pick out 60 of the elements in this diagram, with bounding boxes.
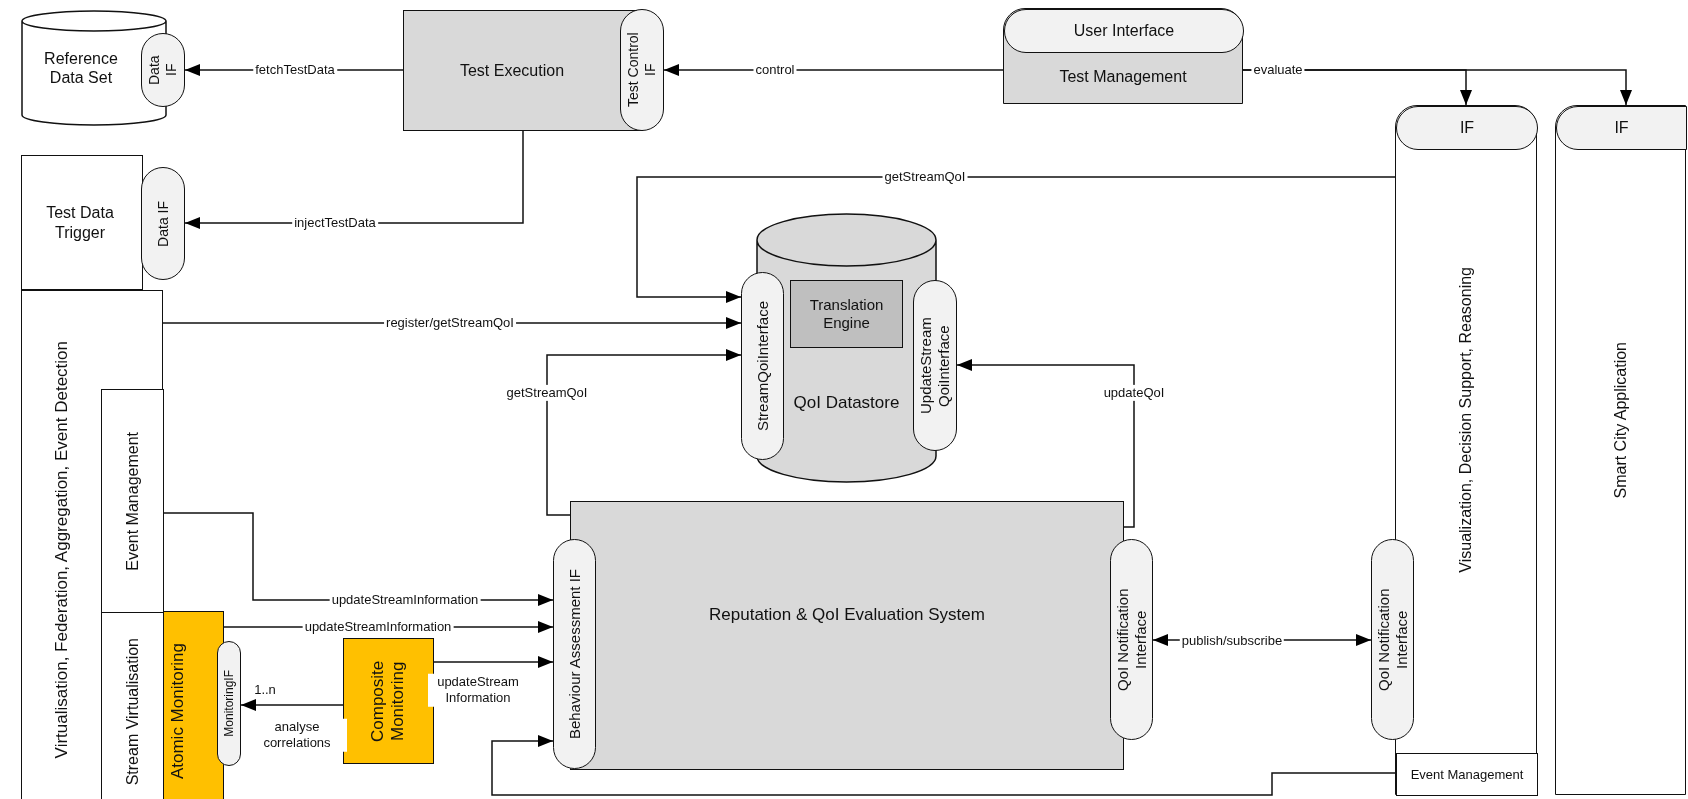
node-label: MonitoringIF xyxy=(221,670,237,737)
interface-pill xyxy=(217,641,241,766)
component-box xyxy=(790,280,903,348)
layer-panel xyxy=(21,290,163,799)
node-label: Test Control IF xyxy=(625,31,659,110)
interface-pill xyxy=(913,280,957,451)
component-box xyxy=(101,612,164,799)
arrow xyxy=(240,699,344,711)
node-label: Composite Monitoring xyxy=(368,659,409,744)
node-label: Visualization, Decision Support, Reasoning xyxy=(1456,267,1476,573)
edge-label: updateQoI xyxy=(1101,384,1167,402)
edge-label: getStreamQoI xyxy=(504,384,590,402)
node-label: Data IF xyxy=(154,200,172,247)
component-box xyxy=(101,389,164,613)
node-label: Reference Data Set xyxy=(43,48,119,88)
node-label: Reputation & QoI Evaluation System xyxy=(709,605,985,626)
interface-pill xyxy=(553,539,596,769)
component-box xyxy=(1003,8,1243,104)
node-label: Translation Engine xyxy=(808,296,885,332)
layer-panel xyxy=(1555,105,1686,795)
interface-pill xyxy=(620,9,664,131)
arrow xyxy=(433,656,554,668)
interface-pill xyxy=(1004,9,1244,53)
node-label: QoI Datastore xyxy=(793,392,900,414)
interface-pill xyxy=(141,33,185,107)
node-label: QoI Notification Interface xyxy=(1374,587,1411,693)
node-label: Event Management xyxy=(122,431,142,571)
arrow xyxy=(663,64,1004,76)
interface-pill xyxy=(1110,539,1153,740)
node-label: IF xyxy=(1614,118,1629,138)
component-box xyxy=(1396,753,1538,796)
arrow xyxy=(636,176,1396,303)
node-label: UpdateStream QoiInterface xyxy=(917,316,953,416)
layer-panel xyxy=(1395,105,1537,795)
node-label: User Interface xyxy=(1073,21,1175,41)
node-label: Virtualisation, Federation, Aggregation, Event Detection xyxy=(52,341,72,759)
arrow xyxy=(546,349,742,516)
node-label: Stream Virtualisation xyxy=(122,638,142,786)
node-label: Atomic Monitoring xyxy=(168,642,188,780)
interface-pill xyxy=(741,272,784,460)
monitor-box xyxy=(343,638,434,764)
node-label: Test Execution xyxy=(459,60,565,81)
interface-pill xyxy=(141,167,185,280)
arrow xyxy=(491,735,1396,796)
arrow xyxy=(956,359,1135,528)
node-label: Behaviour Assessment IF xyxy=(565,568,584,740)
node-label: Test Management xyxy=(1059,67,1187,87)
component-box xyxy=(21,155,143,290)
node-label: Smart City Application xyxy=(1610,341,1630,499)
interface-pill xyxy=(1371,539,1414,740)
monitor-box xyxy=(163,611,224,799)
node-label: Test Data Trigger xyxy=(45,203,115,242)
node-label: StreamQoiInterface xyxy=(753,300,772,432)
node-label: Data IF xyxy=(146,54,180,87)
interface-pill xyxy=(1556,106,1687,150)
interface-pill xyxy=(1396,106,1538,150)
datastore-cylinder xyxy=(21,10,167,126)
node-label: IF xyxy=(1459,118,1475,138)
node-label: QoI Notification Interface xyxy=(1113,587,1150,693)
node-label: Event Management xyxy=(1410,766,1524,783)
